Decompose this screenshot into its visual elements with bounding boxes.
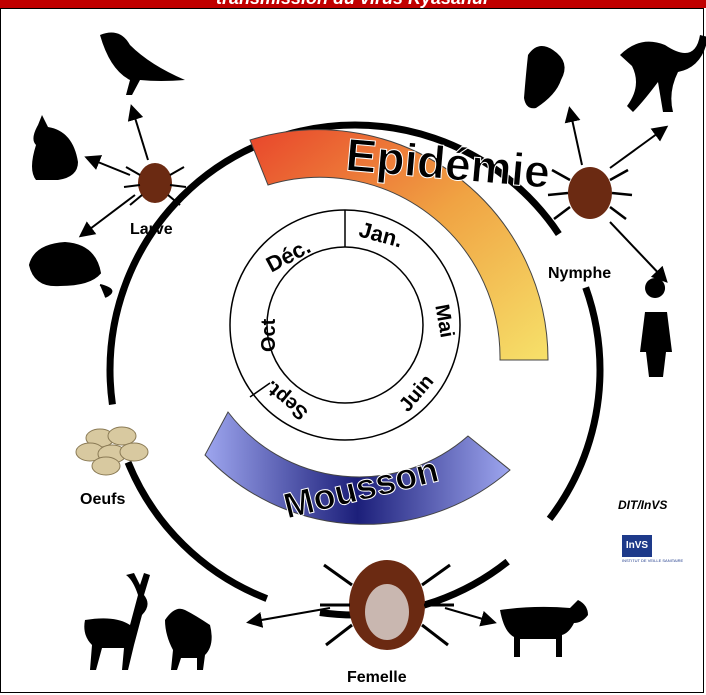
arrow-larve-rabbit: [88, 158, 130, 175]
invs-logo-subtitle: INSTITUT DE VEILLE SANITAIRE: [622, 558, 683, 563]
arrow-femelle-deer: [250, 608, 330, 622]
eggs-icon: [76, 427, 148, 475]
label-oeufs: Oeufs: [80, 491, 125, 508]
label-femelle: Femelle: [347, 669, 407, 686]
rabbit-icon: [32, 115, 78, 180]
arrow-nymphe-human: [610, 222, 665, 280]
cow-icon: [500, 600, 588, 657]
bird-icon: [100, 33, 185, 95]
label-larve: Larve: [130, 221, 173, 238]
fawn-icon: [165, 609, 212, 670]
label-nymphe: Nymphe: [548, 265, 611, 282]
month-oct: Oct: [258, 318, 280, 352]
monkey-icon: [620, 35, 706, 112]
arrow-larve-bird: [132, 108, 148, 160]
invs-logo: InVS: [622, 535, 652, 557]
nymph-tick-icon: [548, 167, 632, 219]
deer-icon: [84, 573, 150, 670]
credit-text: DIT/InVS: [618, 498, 667, 512]
human-icon: [640, 278, 672, 377]
arrow-femelle-cow: [445, 608, 493, 622]
arrow-nymphe-monkey: [610, 128, 665, 168]
mouse-icon: [30, 243, 111, 297]
arrow-larve-mouse: [82, 195, 135, 235]
female-tick-icon: [320, 560, 454, 650]
epidemie-label: Epidémie: [344, 128, 552, 198]
arrow-nymphe-squirrel: [570, 110, 582, 165]
month-ring-inner: [267, 247, 423, 403]
squirrel-icon: [524, 46, 565, 108]
